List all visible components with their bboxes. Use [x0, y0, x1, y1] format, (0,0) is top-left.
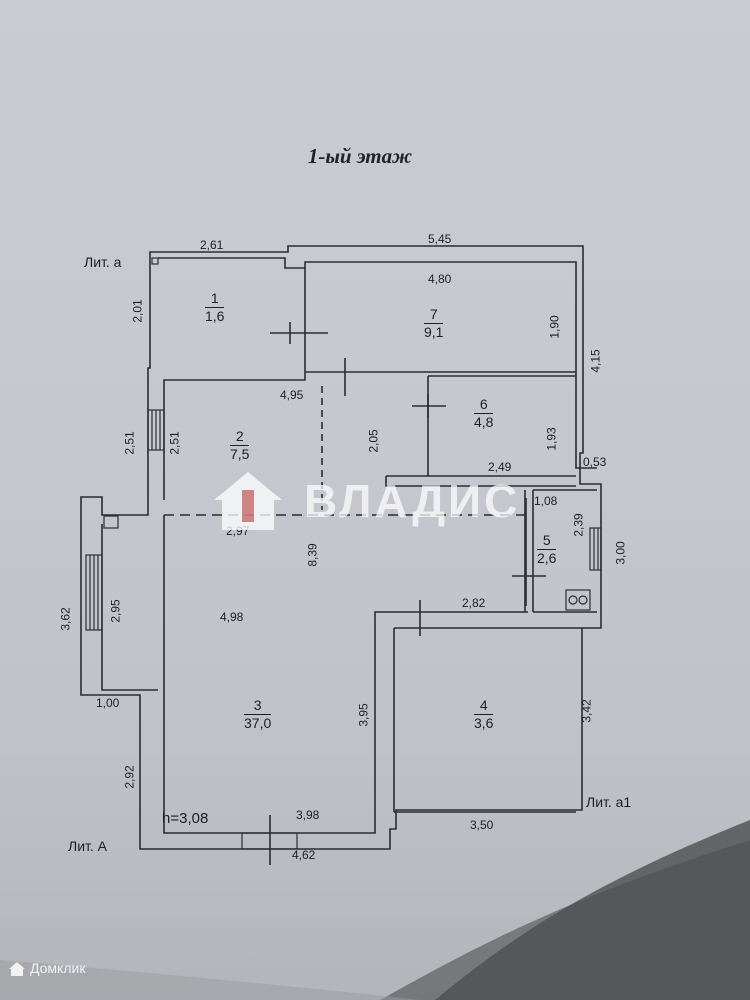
dim-4-80: 4,80 [428, 272, 452, 286]
dim-1-00: 1,00 [96, 696, 120, 710]
dim-2-82: 2,82 [462, 596, 486, 610]
dim-2-92: 2,92 [122, 765, 137, 789]
room6-wall [385, 375, 576, 487]
stove [565, 589, 591, 611]
dim-5-45: 5,45 [428, 232, 452, 246]
domclick-text: Домклик [30, 960, 86, 976]
inner-outline [158, 257, 597, 469]
dim-4-15: 4,15 [588, 349, 603, 373]
domclick-badge: Домклик [8, 960, 85, 977]
dim-2-51-inner: 2,51 [167, 431, 182, 455]
dim-3-42: 3,42 [579, 699, 594, 723]
lit-A-label: Лит. А [68, 838, 107, 854]
dim-2-39: 2,39 [571, 513, 586, 537]
dim-3-95: 3,95 [356, 703, 371, 727]
dim-8-39: 8,39 [305, 543, 320, 567]
outer-wall [80, 245, 602, 850]
dim-4-62: 4,62 [292, 848, 316, 862]
dim-1-93: 1,93 [544, 427, 559, 451]
dim-0-53: 0,53 [583, 455, 607, 469]
dim-4-98: 4,98 [220, 610, 244, 624]
dim-3-98: 3,98 [296, 808, 320, 822]
dim-2-95: 2,95 [108, 599, 123, 623]
room4-walls [393, 627, 582, 813]
inner-walls [163, 268, 306, 500]
room5-walls [524, 489, 597, 613]
inner-wall-3-left [163, 515, 528, 834]
dim-2-61: 2,61 [200, 238, 224, 252]
dim-4-95: 4,95 [280, 388, 304, 402]
dim-2-05: 2,05 [366, 429, 381, 453]
dim-3-62: 3,62 [58, 607, 73, 631]
dark-shadow [0, 820, 750, 1000]
dim-2-01: 2,01 [130, 299, 145, 323]
dim-1-08: 1,08 [534, 494, 558, 508]
dim-3-50: 3,50 [470, 818, 494, 832]
house-logo-icon [214, 472, 282, 530]
dim-3-00: 3,00 [613, 541, 628, 565]
window-right-5 [589, 527, 602, 571]
ceiling-height: h=3,08 [162, 810, 209, 827]
vladis-watermark: ВЛАДИС [212, 470, 552, 532]
domclick-house-icon [9, 962, 25, 977]
plan-title: 1-ый этаж [307, 144, 413, 168]
dim-2-51-outer: 2,51 [122, 431, 137, 455]
dim-1-90: 1,90 [547, 315, 562, 339]
watermark-text: ВЛАДИС [304, 475, 521, 527]
lit-a-label: Лит. а [84, 254, 122, 270]
dim-2-49: 2,49 [488, 460, 512, 474]
lit-a1-label: Лит. а1 [586, 794, 632, 810]
